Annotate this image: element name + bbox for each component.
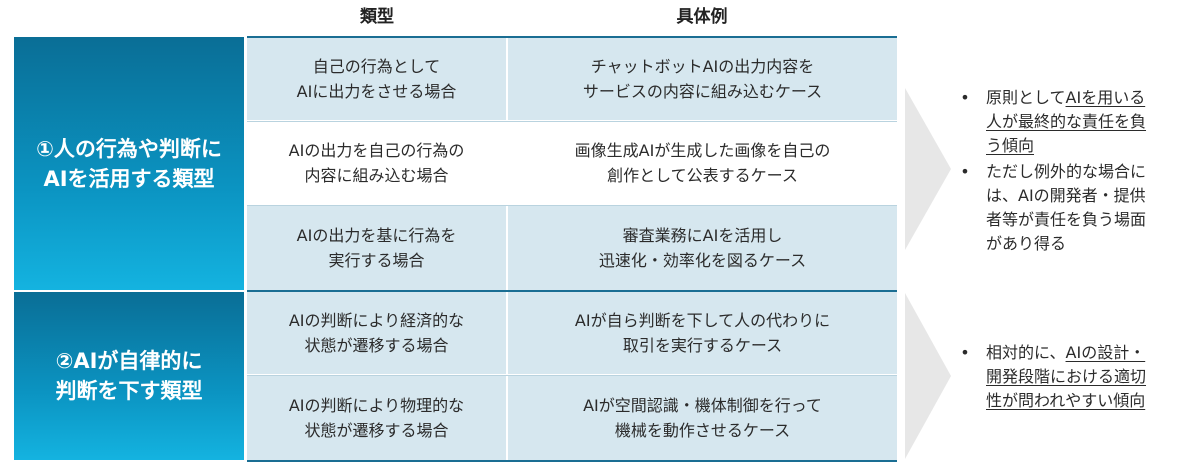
cell-line: 審査業務にAIを活用し xyxy=(622,226,783,245)
group-divider xyxy=(247,290,897,292)
example-cell: 審査業務にAIを活用し迅速化・効率化を図るケース xyxy=(508,206,897,290)
cell-line: AIの出力を自己の行為の xyxy=(288,141,465,160)
example-cell: AIが自ら判断を下して人の代わりに取引を実行するケース xyxy=(508,292,897,374)
cell-line: 状態が遷移する場合 xyxy=(304,336,449,355)
underlined-text: 性が問われやすい傾向 xyxy=(986,391,1146,410)
result-bullet-item: • 相対的に、AIの設計・開発段階における適切性が問われやすい傾向 xyxy=(958,341,1190,413)
result-line: 相対的に、AIの設計・ xyxy=(986,341,1190,365)
cell-line: 取引を実行するケース xyxy=(622,336,783,355)
type-cell: AIの出力を基に行為を実行する場合 xyxy=(247,206,506,290)
result-line: 性が問われやすい傾向 xyxy=(986,389,1190,413)
cell-line: サービスの内容に組み込むケース xyxy=(582,81,823,101)
type-cell: 自己の行為として AIに出力をさせる場合 xyxy=(247,37,506,120)
result-line: 開発段階における適切 xyxy=(986,365,1190,389)
cell-line: AIの判断により物理的な xyxy=(288,396,465,415)
category-autonomous-ai: ②AIが自律的に 判断を下す類型 xyxy=(14,292,244,460)
result-line: う傾向 xyxy=(986,134,1190,158)
cell-line: AIが空間認識・機体制御を行って xyxy=(583,396,822,415)
cell-line: 画像生成AIが生成した画像を自己の xyxy=(574,141,831,160)
column-header-type: 類型 xyxy=(360,7,394,27)
bullet-icon: • xyxy=(960,343,970,362)
example-cell: AIが空間認識・機体制御を行って機械を動作させるケース xyxy=(508,376,897,460)
example-cell: チャットボットAIの出力内容をサービスの内容に組み込むケース xyxy=(508,37,897,120)
cell-line: 迅速化・効率化を図るケース xyxy=(598,251,807,270)
type-cell: AIの判断により物理的な状態が遷移する場合 xyxy=(247,376,506,460)
table-top-rule xyxy=(247,36,897,38)
bullet-icon: • xyxy=(960,88,970,107)
column-header-example: 具体例 xyxy=(676,7,728,27)
result-text: 原則として xyxy=(986,88,1066,107)
cell-line: 創作として公表するケース xyxy=(607,166,798,185)
cell-line: AIの判断により経済的な xyxy=(288,311,465,330)
cell-line: 状態が遷移する場合 xyxy=(304,421,449,440)
category-label-line: ②AIが自律的に xyxy=(55,349,203,373)
cell-line: チャットボットAIの出力内容を xyxy=(590,56,815,76)
cell-line: AIに出力をさせる場合 xyxy=(296,81,457,101)
cell-line: 機械を動作させるケース xyxy=(614,421,791,440)
result-line: は、AIの開発者・提供 xyxy=(986,184,1190,208)
chevron-arrow-icon xyxy=(905,88,951,250)
underlined-text: AIを用いる xyxy=(1065,88,1146,107)
type-cell: AIの判断により経済的な状態が遷移する場合 xyxy=(247,292,506,374)
chevron-arrow-icon xyxy=(905,293,951,459)
category-label-line: 判断を下す類型 xyxy=(55,379,203,403)
result-group-2: • 相対的に、AIの設計・開発段階における適切性が問われやすい傾向 xyxy=(958,341,1190,415)
table-bottom-rule xyxy=(247,460,897,462)
underlined-text: AIの設計・ xyxy=(1065,343,1146,362)
example-cell: 画像生成AIが生成した画像を自己の創作として公表するケース xyxy=(508,122,897,204)
cell-line: AIが自ら判断を下して人の代わりに xyxy=(574,311,831,330)
result-line: 原則としてAIを用いる xyxy=(986,86,1190,110)
result-line: があり得る xyxy=(986,232,1190,256)
cell-line: 自己の行為として xyxy=(312,56,441,76)
result-text: ただし例外的な場合に xyxy=(986,162,1147,181)
result-line: ただし例外的な場合に xyxy=(986,160,1190,184)
result-text: 者等が責任を負う場面 xyxy=(986,210,1147,229)
category-human-use: ①人の行為や判断に AIを活用する類型 xyxy=(14,37,244,290)
underlined-text: 開発段階における適切 xyxy=(986,367,1147,386)
cell-line: 実行する場合 xyxy=(328,251,425,270)
result-text: は、AIの開発者・提供 xyxy=(986,186,1146,205)
cell-line: AIの出力を基に行為を xyxy=(296,226,457,245)
type-cell: AIの出力を自己の行為の内容に組み込む場合 xyxy=(247,122,506,204)
category-label-line: AIを活用する類型 xyxy=(43,166,215,191)
cell-line: 内容に組み込む場合 xyxy=(304,166,449,185)
result-line: 人が最終的な責任を負 xyxy=(986,110,1190,134)
row-divider xyxy=(247,121,897,122)
result-text: 相対的に、 xyxy=(986,343,1066,362)
result-line: 者等が責任を負う場面 xyxy=(986,208,1190,232)
row-divider xyxy=(247,375,897,376)
result-bullet-item: • 原則としてAIを用いる人が最終的な責任を負う傾向 xyxy=(958,86,1190,158)
result-group-1: • 原則としてAIを用いる人が最終的な責任を負う傾向 • ただし例外的な場合には、AI… xyxy=(958,86,1190,258)
result-text: があり得る xyxy=(986,234,1067,253)
category-label-line: ①人の行為や判断に xyxy=(36,136,222,161)
row-divider xyxy=(247,205,897,206)
bullet-icon: • xyxy=(960,162,970,181)
underlined-text: 人が最終的な責任を負 xyxy=(986,112,1147,131)
result-bullet-item: • ただし例外的な場合には、AIの開発者・提供者等が責任を負う場面があり得る xyxy=(958,160,1190,256)
underlined-text: う傾向 xyxy=(986,136,1035,155)
